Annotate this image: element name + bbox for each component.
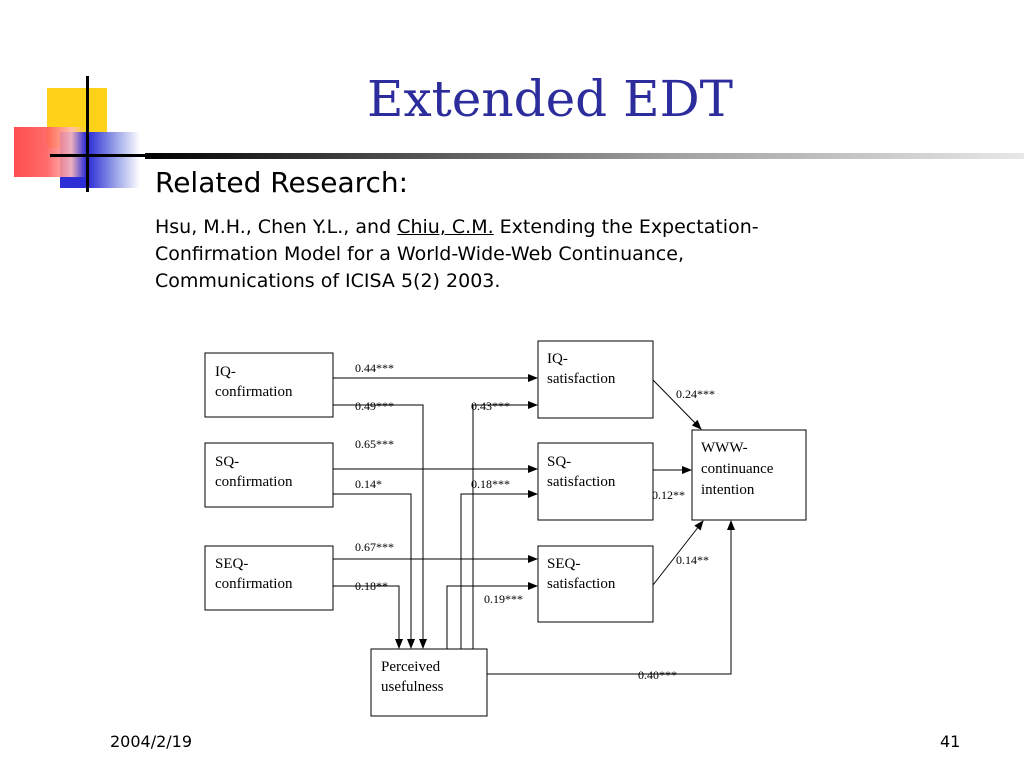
coef-pu-sqs: 0.18*** <box>471 477 510 491</box>
label-sq-satisfaction-1: SQ- <box>547 454 571 470</box>
label-www-1: WWW- <box>701 440 748 456</box>
section-heading: Related Research: <box>155 166 409 199</box>
arrow-sqc-pu <box>333 493 415 649</box>
box-seq-satisfaction <box>537 545 654 623</box>
label-www-2: continuance <box>701 461 774 477</box>
coef-iqc-pu: 0.49*** <box>355 399 394 413</box>
arrow-seqs-www <box>652 520 704 586</box>
label-seq-satisfaction-1: SEQ- <box>547 556 580 572</box>
coef-pu-www: 0.40*** <box>638 668 677 682</box>
box-perceived-usefulness <box>370 648 488 717</box>
box-sq-confirmation <box>204 442 334 508</box>
coef-seqs-www: 0.14** <box>676 553 709 567</box>
arrow-iqs-www <box>652 379 702 430</box>
slide-title: Extended EDT <box>366 70 733 128</box>
coef-sqc-pu: 0.14* <box>355 477 382 491</box>
coef-sqc-sqs: 0.65*** <box>355 437 394 451</box>
deco-red-square <box>14 127 86 177</box>
citation-authors: Hsu, M.H., Chen Y.L., and <box>155 216 398 238</box>
deco-horizontal-line <box>50 154 145 157</box>
coef-seqc-seqs: 0.67*** <box>355 540 394 554</box>
label-seq-satisfaction-2: satisfaction <box>547 576 616 592</box>
title-rule <box>145 153 1024 159</box>
box-seq-confirmation <box>204 545 334 611</box>
label-iq-confirmation-2: confirmation <box>215 384 293 400</box>
box-iq-satisfaction <box>537 340 654 419</box>
arrow-pu-sqs <box>460 490 538 649</box>
footer-page-number: 41 <box>940 732 961 751</box>
arrow-seqc-pu <box>333 585 403 649</box>
label-sq-satisfaction-2: satisfaction <box>547 474 616 490</box>
label-seq-confirmation-2: confirmation <box>215 576 293 592</box>
citation-rest: Extending the Expectation-Confirmation M… <box>155 216 759 292</box>
box-sq-satisfaction <box>537 442 654 521</box>
arrow-pu-seqs <box>446 582 538 649</box>
coef-iqc-iqs: 0.44*** <box>355 361 394 375</box>
citation: Hsu, M.H., Chen Y.L., and Chiu, C.M. Ext… <box>155 214 845 295</box>
coef-pu-iqs: 0.43*** <box>471 399 510 413</box>
coef-seqc-pu: 0.18** <box>355 579 388 593</box>
arrow-pu-www <box>487 520 735 675</box>
label-iq-confirmation-1: IQ- <box>215 364 236 380</box>
label-pu-2: usefulness <box>381 679 444 695</box>
arrow-pu-iqs <box>472 401 538 649</box>
deco-vertical-line <box>86 76 89 192</box>
arrow-iqc-pu <box>333 404 427 649</box>
label-www-3: intention <box>701 482 755 498</box>
coef-iqs-www: 0.24*** <box>676 387 715 401</box>
label-sq-confirmation-1: SQ- <box>215 454 239 470</box>
coef-pu-seqs: 0.19*** <box>484 592 523 606</box>
box-iq-confirmation <box>204 352 334 418</box>
footer-date: 2004/2/19 <box>110 732 193 751</box>
label-iq-satisfaction-1: IQ- <box>547 351 568 367</box>
citation-underlined-author: Chiu, C.M. <box>397 216 494 238</box>
label-sq-confirmation-2: confirmation <box>215 474 293 490</box>
label-seq-confirmation-1: SEQ- <box>215 556 248 572</box>
label-iq-satisfaction-2: satisfaction <box>547 371 616 387</box>
coef-sqs-www: 0.12** <box>652 488 685 502</box>
label-pu-1: Perceived <box>381 659 441 675</box>
box-www-continuance <box>691 429 807 521</box>
